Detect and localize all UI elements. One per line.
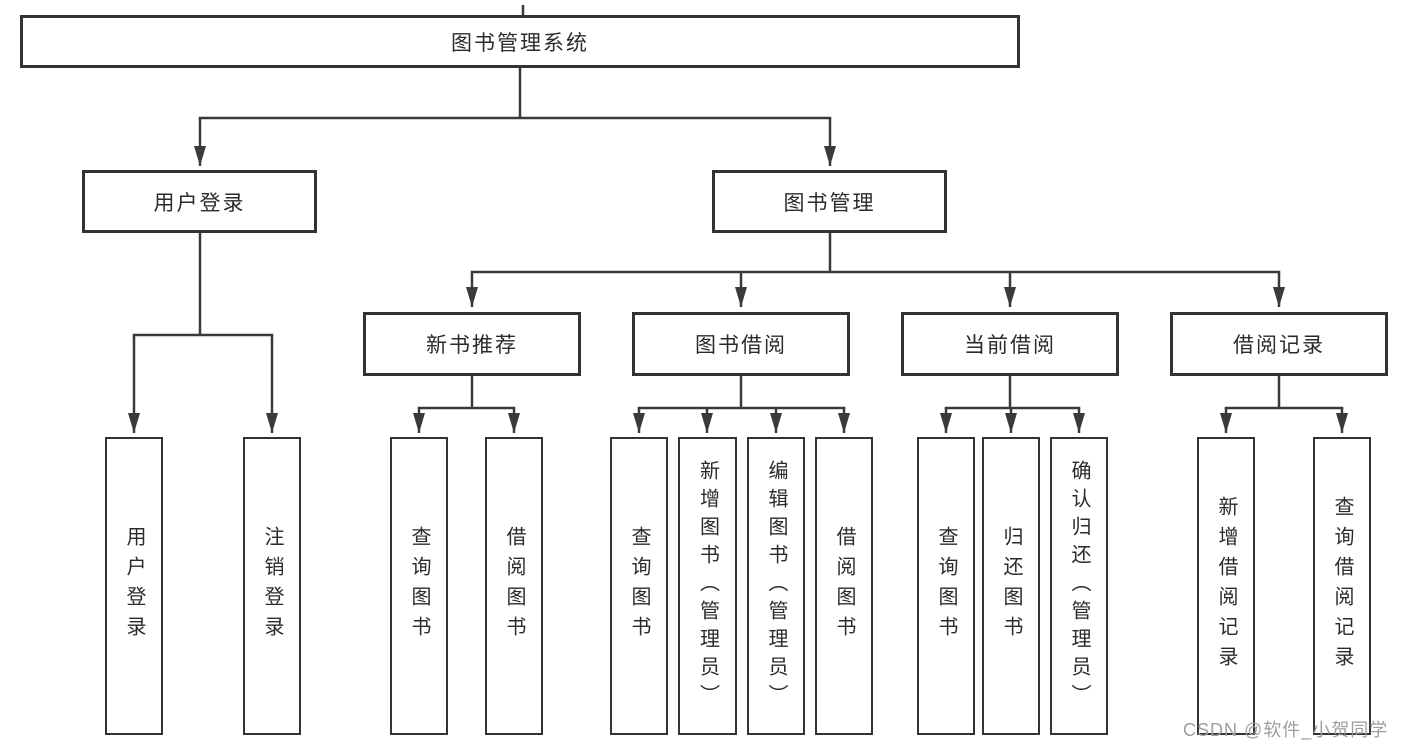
edge-group-root	[194, 68, 836, 166]
node-leaf-confirm-return-label: 确认归还（管理员）	[1068, 460, 1090, 712]
edge-group-book-mgmt	[466, 233, 1285, 307]
node-new-book-rec: 新书推荐	[363, 312, 581, 376]
node-leaf-query-borrow-record: 查询借阅记录	[1313, 437, 1371, 735]
node-leaf-query-book-rec: 查询图书	[390, 437, 448, 735]
node-borrow-record-label: 借阅记录	[1233, 334, 1325, 357]
edge-group-current-borrow	[940, 376, 1085, 433]
node-current-borrow-label: 当前借阅	[964, 334, 1056, 357]
node-leaf-query-book-current: 查询图书	[917, 437, 975, 735]
edge-group-book-borrow	[633, 376, 850, 433]
node-leaf-return-book-label: 归还图书	[1000, 526, 1022, 646]
node-leaf-edit-book: 编辑图书（管理员）	[747, 437, 805, 735]
edge-group-user-login	[128, 233, 278, 433]
node-leaf-borrow-book-borrow: 借阅图书	[815, 437, 873, 735]
node-leaf-borrow-book-rec-label: 借阅图书	[503, 526, 525, 646]
node-leaf-add-book-label: 新增图书（管理员）	[696, 460, 719, 712]
node-book-borrow-label: 图书借阅	[695, 334, 787, 357]
node-leaf-query-book-borrow: 查询图书	[610, 437, 668, 735]
node-leaf-return-book: 归还图书	[982, 437, 1040, 735]
node-leaf-user-login-label: 用户登录	[123, 526, 145, 646]
node-root: 图书管理系统	[20, 15, 1020, 68]
edge-group-borrow-record	[1220, 376, 1348, 433]
node-leaf-query-book-rec-label: 查询图书	[408, 526, 430, 646]
node-new-book-rec-label: 新书推荐	[426, 334, 518, 357]
node-user-login-label: 用户登录	[153, 191, 246, 215]
node-leaf-add-borrow-record: 新增借阅记录	[1197, 437, 1255, 735]
node-leaf-borrow-book-rec: 借阅图书	[485, 437, 543, 735]
node-book-mgmt-label: 图书管理	[783, 191, 876, 215]
node-current-borrow: 当前借阅	[901, 312, 1119, 376]
node-leaf-query-borrow-record-label: 查询借阅记录	[1331, 496, 1353, 676]
edge-group-new-book-rec	[413, 376, 520, 433]
node-leaf-query-book-borrow-label: 查询图书	[628, 526, 650, 646]
node-leaf-logout: 注销登录	[243, 437, 301, 735]
node-leaf-add-borrow-record-label: 新增借阅记录	[1215, 496, 1237, 676]
node-leaf-borrow-book-borrow-label: 借阅图书	[833, 526, 855, 646]
node-book-borrow: 图书借阅	[632, 312, 850, 376]
node-book-mgmt: 图书管理	[712, 170, 947, 233]
node-borrow-record: 借阅记录	[1170, 312, 1388, 376]
node-leaf-edit-book-label: 编辑图书（管理员）	[765, 460, 787, 712]
csdn-watermark: CSDN @软件_小贺同学	[1183, 720, 1389, 740]
node-leaf-logout-label: 注销登录	[261, 526, 283, 646]
node-leaf-query-book-current-label: 查询图书	[935, 526, 957, 646]
node-leaf-user-login: 用户登录	[105, 437, 163, 735]
node-root-label: 图书管理系统	[451, 31, 589, 55]
node-user-login: 用户登录	[82, 170, 317, 233]
node-leaf-add-book: 新增图书（管理员）	[678, 437, 737, 735]
node-leaf-confirm-return: 确认归还（管理员）	[1050, 437, 1108, 735]
